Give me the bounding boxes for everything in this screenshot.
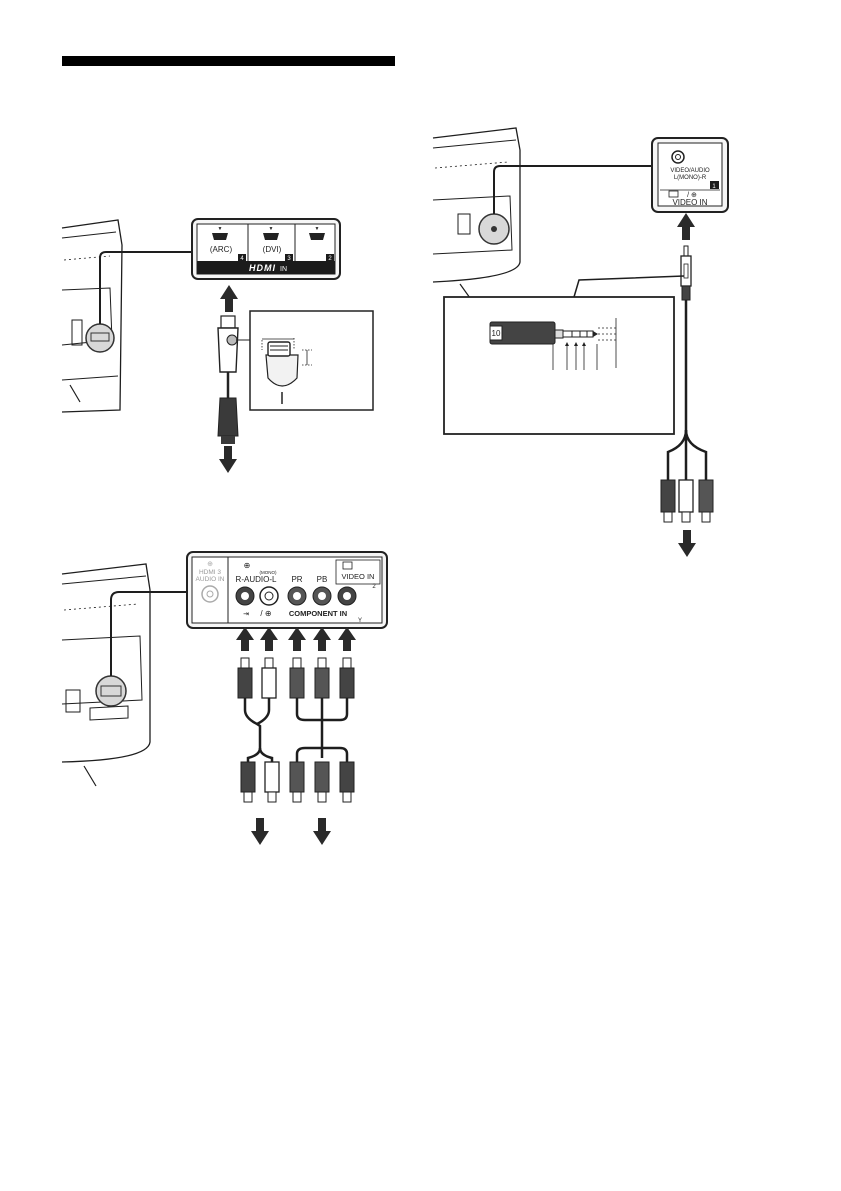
svg-text:▼: ▼ [315, 226, 320, 232]
svg-text:⇥: ⇥ [243, 611, 249, 618]
hdmi-diagram: ▼ ▼ ▼ (ARC) (DVI) 4 3 2 HDMI IN [62, 219, 373, 473]
hdmi-up-arrow-icon [220, 285, 238, 312]
hdmi-port-dvi-label: (DVI) [263, 245, 282, 254]
rca-plugs-bottom [241, 762, 354, 802]
up-arrow-icon [236, 627, 254, 651]
video-in-2-label: VIDEO IN [342, 572, 375, 581]
hdmi-down-arrow-icon [219, 446, 237, 473]
tv-side-view-av [433, 128, 520, 298]
pr-label: PR [291, 575, 302, 584]
minijack-detail-box: 10 [444, 297, 674, 434]
component-in-label: COMPONENT IN [289, 609, 347, 618]
av-rca-plugs [661, 480, 713, 522]
av-up-arrow-icon [677, 213, 695, 240]
svg-text:⊕: ⊕ [207, 561, 213, 568]
av-mono-label: L(MONO)-R [674, 175, 707, 181]
svg-text:▼: ▼ [218, 226, 223, 232]
component-input-panel: ⊕ HDMI 3 AUDIO IN ⊕ (MONO) R-AUDIO-L PR … [187, 552, 387, 628]
component-up-arrows [236, 627, 356, 651]
y-label: Y [358, 618, 362, 624]
hdmi-port-highlight [86, 324, 114, 352]
av-input-panel: VIDEO/AUDIO L(MONO)-R 1 / ⊕ VIDEO IN [652, 138, 728, 212]
rca-plugs-top [238, 658, 354, 698]
hdmi3-audio-label-2: AUDIO IN [196, 576, 225, 583]
av-video-in-label: VIDEO IN [672, 198, 707, 207]
hdmi-port-3-icon [263, 233, 279, 240]
svg-text:▼: ▼ [269, 226, 274, 232]
audio-l-jack [260, 587, 278, 605]
hdmi-input-panel: ▼ ▼ ▼ (ARC) (DVI) 4 3 2 HDMI IN [192, 219, 340, 279]
hdmi3-audio-label-1: HDMI 3 [199, 569, 221, 576]
section-header-bar [62, 56, 395, 66]
up-arrow-icon [338, 627, 356, 651]
hdmi-port-4-icon [212, 233, 228, 240]
tv-side-view-hdmi [62, 220, 122, 412]
hdmi-cable [218, 316, 238, 444]
hdmi-plug-detail-box [250, 311, 373, 410]
av-video-audio-label: VIDEO/AUDIO [670, 168, 710, 174]
av-diagram: VIDEO/AUDIO L(MONO)-R 1 / ⊕ VIDEO IN [433, 128, 728, 557]
svg-text:⊕: ⊕ [244, 561, 251, 570]
up-arrow-icon [260, 627, 278, 651]
down-arrow-icon [313, 818, 331, 845]
hdmi-port-arc-label: (ARC) [210, 245, 233, 254]
down-arrow-icon [251, 818, 269, 845]
hdmi-in-label: IN [280, 266, 287, 273]
up-arrow-icon [313, 627, 331, 651]
av-down-arrow-icon [678, 530, 696, 557]
component-diagram: ⊕ HDMI 3 AUDIO IN ⊕ (MONO) R-AUDIO-L PR … [62, 552, 387, 845]
hdmi-port-2-icon [309, 233, 325, 240]
up-arrow-icon [288, 627, 306, 651]
plug-tag-label: 10 [492, 329, 501, 338]
tv-side-view-component [62, 564, 150, 786]
av-minijack-plug [681, 246, 691, 300]
svg-text:/ ⊕: / ⊕ [260, 609, 271, 618]
hdmi-logo: HDMI [249, 263, 276, 273]
pb-label: PB [317, 575, 328, 584]
audio-rl-label: R-AUDIO-L [236, 575, 277, 584]
